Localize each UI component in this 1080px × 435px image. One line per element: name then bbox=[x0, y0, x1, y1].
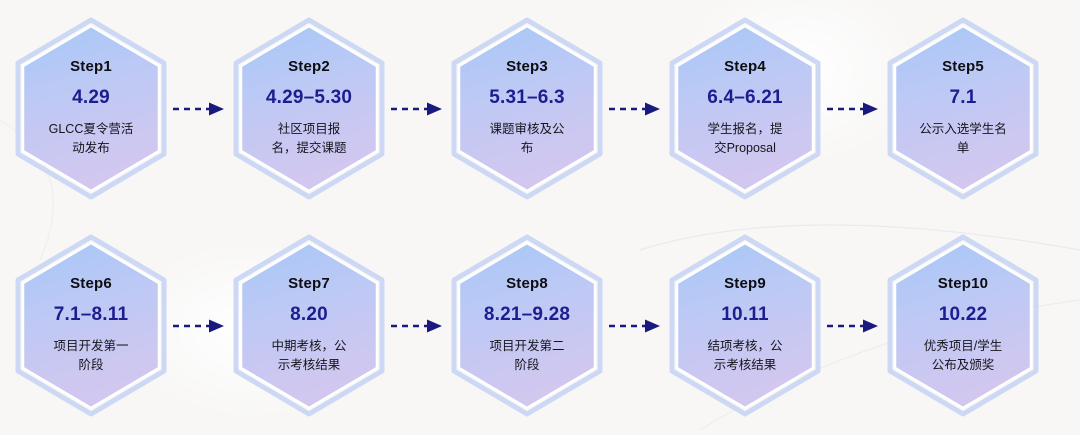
connector-arrow-1-2 bbox=[169, 101, 231, 117]
connector-arrow-9-10 bbox=[823, 318, 885, 334]
arrow-right-icon bbox=[173, 102, 224, 115]
step-date: 7.1–8.11 bbox=[53, 303, 129, 325]
step-description-line-2: 布 bbox=[520, 141, 534, 155]
step-label: Step2 bbox=[288, 57, 330, 75]
step-label: Step5 bbox=[942, 57, 984, 75]
hexagon-shape bbox=[15, 17, 167, 200]
step-date: 8.20 bbox=[290, 303, 328, 325]
step-date: 4.29 bbox=[72, 86, 110, 108]
hexagon-shape bbox=[451, 234, 603, 417]
step-label: Step7 bbox=[288, 274, 330, 292]
step-description: 课题审核及公 布 bbox=[489, 120, 564, 159]
step-node-5[interactable]: Step5 7.1 公示入选学生名 单 bbox=[884, 17, 1042, 200]
step-description-line-2: 动发布 bbox=[72, 141, 110, 155]
step-date: 6.4–6.21 bbox=[707, 86, 783, 108]
arrow-right-icon bbox=[827, 102, 878, 115]
step-node-7-content: Step7 8.20 中期考核，公 示考核结果 bbox=[230, 234, 388, 417]
step-node-10-content: Step10 10.22 优秀项目/学生 公布及颁奖 bbox=[884, 234, 1042, 417]
step-node-9-content: Step9 10.11 结项考核，公 示考核结果 bbox=[666, 234, 824, 417]
step-label: Step4 bbox=[724, 57, 766, 75]
step-node-5-content: Step5 7.1 公示入选学生名 单 bbox=[884, 17, 1042, 200]
hexagon-shape bbox=[451, 17, 603, 200]
step-date: 8.21–9.28 bbox=[483, 303, 571, 325]
step-description-line-1: 项目开发第一 bbox=[53, 338, 129, 353]
step-node-1-content: Step1 4.29 GLCC夏令营活 动发布 bbox=[12, 17, 170, 200]
step-node-4[interactable]: Step4 6.4–6.21 学生报名，提 交Proposal bbox=[666, 17, 824, 200]
hexagon-shape bbox=[233, 17, 385, 200]
connector-arrow-2-3 bbox=[387, 101, 449, 117]
step-description: 结项考核，公 示考核结果 bbox=[707, 337, 782, 376]
step-date: 7.1 bbox=[949, 86, 977, 108]
step-description-line-2: 阶段 bbox=[78, 358, 104, 372]
arrow-right-icon bbox=[391, 319, 442, 332]
arrow-right-icon bbox=[391, 102, 442, 115]
step-node-6[interactable]: Step6 7.1–8.11 项目开发第一 阶段 bbox=[12, 234, 170, 417]
timeline-row-bottom: Step6 7.1–8.11 项目开发第一 阶段 bbox=[0, 217, 1080, 434]
step-description: 学生报名，提 交Proposal bbox=[707, 120, 782, 159]
step-label: Step1 bbox=[70, 57, 112, 75]
step-date: 10.11 bbox=[721, 303, 769, 325]
arrow-right-icon bbox=[827, 319, 878, 332]
step-description-line-2: 阶段 bbox=[514, 358, 540, 372]
step-node-8[interactable]: Step8 8.21–9.28 项目开发第二 阶段 bbox=[448, 234, 606, 417]
step-date: 4.29–5.30 bbox=[265, 86, 353, 108]
step-description-line-1: 社区项目报 bbox=[277, 121, 341, 136]
step-description: GLCC夏令营活 动发布 bbox=[49, 120, 134, 159]
connector-arrow-8-9 bbox=[605, 318, 667, 334]
step-node-9[interactable]: Step9 10.11 结项考核，公 示考核结果 bbox=[666, 234, 824, 417]
connector-arrow-7-8 bbox=[387, 318, 449, 334]
step-date: 10.22 bbox=[938, 303, 988, 325]
step-node-7[interactable]: Step7 8.20 中期考核，公 示考核结果 bbox=[230, 234, 388, 417]
step-description: 中期考核，公 示考核结果 bbox=[271, 337, 346, 376]
step-description: 优秀项目/学生 公布及颁奖 bbox=[924, 337, 1002, 376]
step-description: 社区项目报 名，提交课题 bbox=[271, 120, 346, 159]
step-date: 5.31–6.3 bbox=[489, 86, 565, 108]
step-description-line-2: 名，提交课题 bbox=[271, 141, 347, 155]
step-node-2[interactable]: Step2 4.29–5.30 社区项目报 名，提交课题 bbox=[230, 17, 388, 200]
step-description-line-1: 中期考核，公 bbox=[271, 338, 347, 353]
step-label: Step8 bbox=[506, 274, 548, 292]
connector-arrow-6-7 bbox=[169, 318, 231, 334]
step-description-line-2: 示考核结果 bbox=[277, 358, 341, 372]
step-label: Step9 bbox=[724, 274, 766, 292]
arrow-right-icon bbox=[609, 102, 660, 115]
connector-arrow-3-4 bbox=[605, 101, 667, 117]
step-label: Step10 bbox=[937, 274, 989, 292]
step-description: 项目开发第一 阶段 bbox=[53, 337, 128, 376]
step-description-line-2: 单 bbox=[956, 141, 970, 155]
step-description-line-1: 项目开发第二 bbox=[489, 338, 565, 353]
step-description: 项目开发第二 阶段 bbox=[489, 337, 564, 376]
step-description-line-2: 示考核结果 bbox=[713, 358, 777, 372]
step-description-line-1: 学生报名，提 bbox=[707, 121, 783, 136]
connector-arrow-4-5 bbox=[823, 101, 885, 117]
step-node-4-content: Step4 6.4–6.21 学生报名，提 交Proposal bbox=[666, 17, 824, 200]
step-node-8-content: Step8 8.21–9.28 项目开发第二 阶段 bbox=[448, 234, 606, 417]
arrow-right-icon bbox=[609, 319, 660, 332]
step-description-line-1: 公示入选学生名 bbox=[919, 121, 1007, 136]
step-description-line-1: GLCC夏令营活 bbox=[48, 121, 134, 136]
step-node-3[interactable]: Step3 5.31–6.3 课题审核及公 布 bbox=[448, 17, 606, 200]
step-label: Step6 bbox=[70, 274, 112, 292]
step-description: 公示入选学生名 单 bbox=[919, 120, 1007, 159]
step-node-3-content: Step3 5.31–6.3 课题审核及公 布 bbox=[448, 17, 606, 200]
step-description-line-1: 优秀项目/学生 bbox=[923, 338, 1003, 353]
step-description-line-2: 交Proposal bbox=[714, 141, 776, 155]
timeline-row-top: Step1 4.29 GLCC夏令营活 动发布 bbox=[0, 0, 1080, 217]
step-description-line-2: 公布及颁奖 bbox=[931, 358, 995, 372]
step-description-line-1: 结项考核，公 bbox=[707, 338, 783, 353]
step-node-6-content: Step6 7.1–8.11 项目开发第一 阶段 bbox=[12, 234, 170, 417]
step-description-line-1: 课题审核及公 bbox=[489, 121, 565, 136]
step-label: Step3 bbox=[506, 57, 548, 75]
step-node-10[interactable]: Step10 10.22 优秀项目/学生 公布及颁奖 bbox=[884, 234, 1042, 417]
step-node-2-content: Step2 4.29–5.30 社区项目报 名，提交课题 bbox=[230, 17, 388, 200]
step-node-1[interactable]: Step1 4.29 GLCC夏令营活 动发布 bbox=[12, 17, 170, 200]
arrow-right-icon bbox=[173, 319, 224, 332]
